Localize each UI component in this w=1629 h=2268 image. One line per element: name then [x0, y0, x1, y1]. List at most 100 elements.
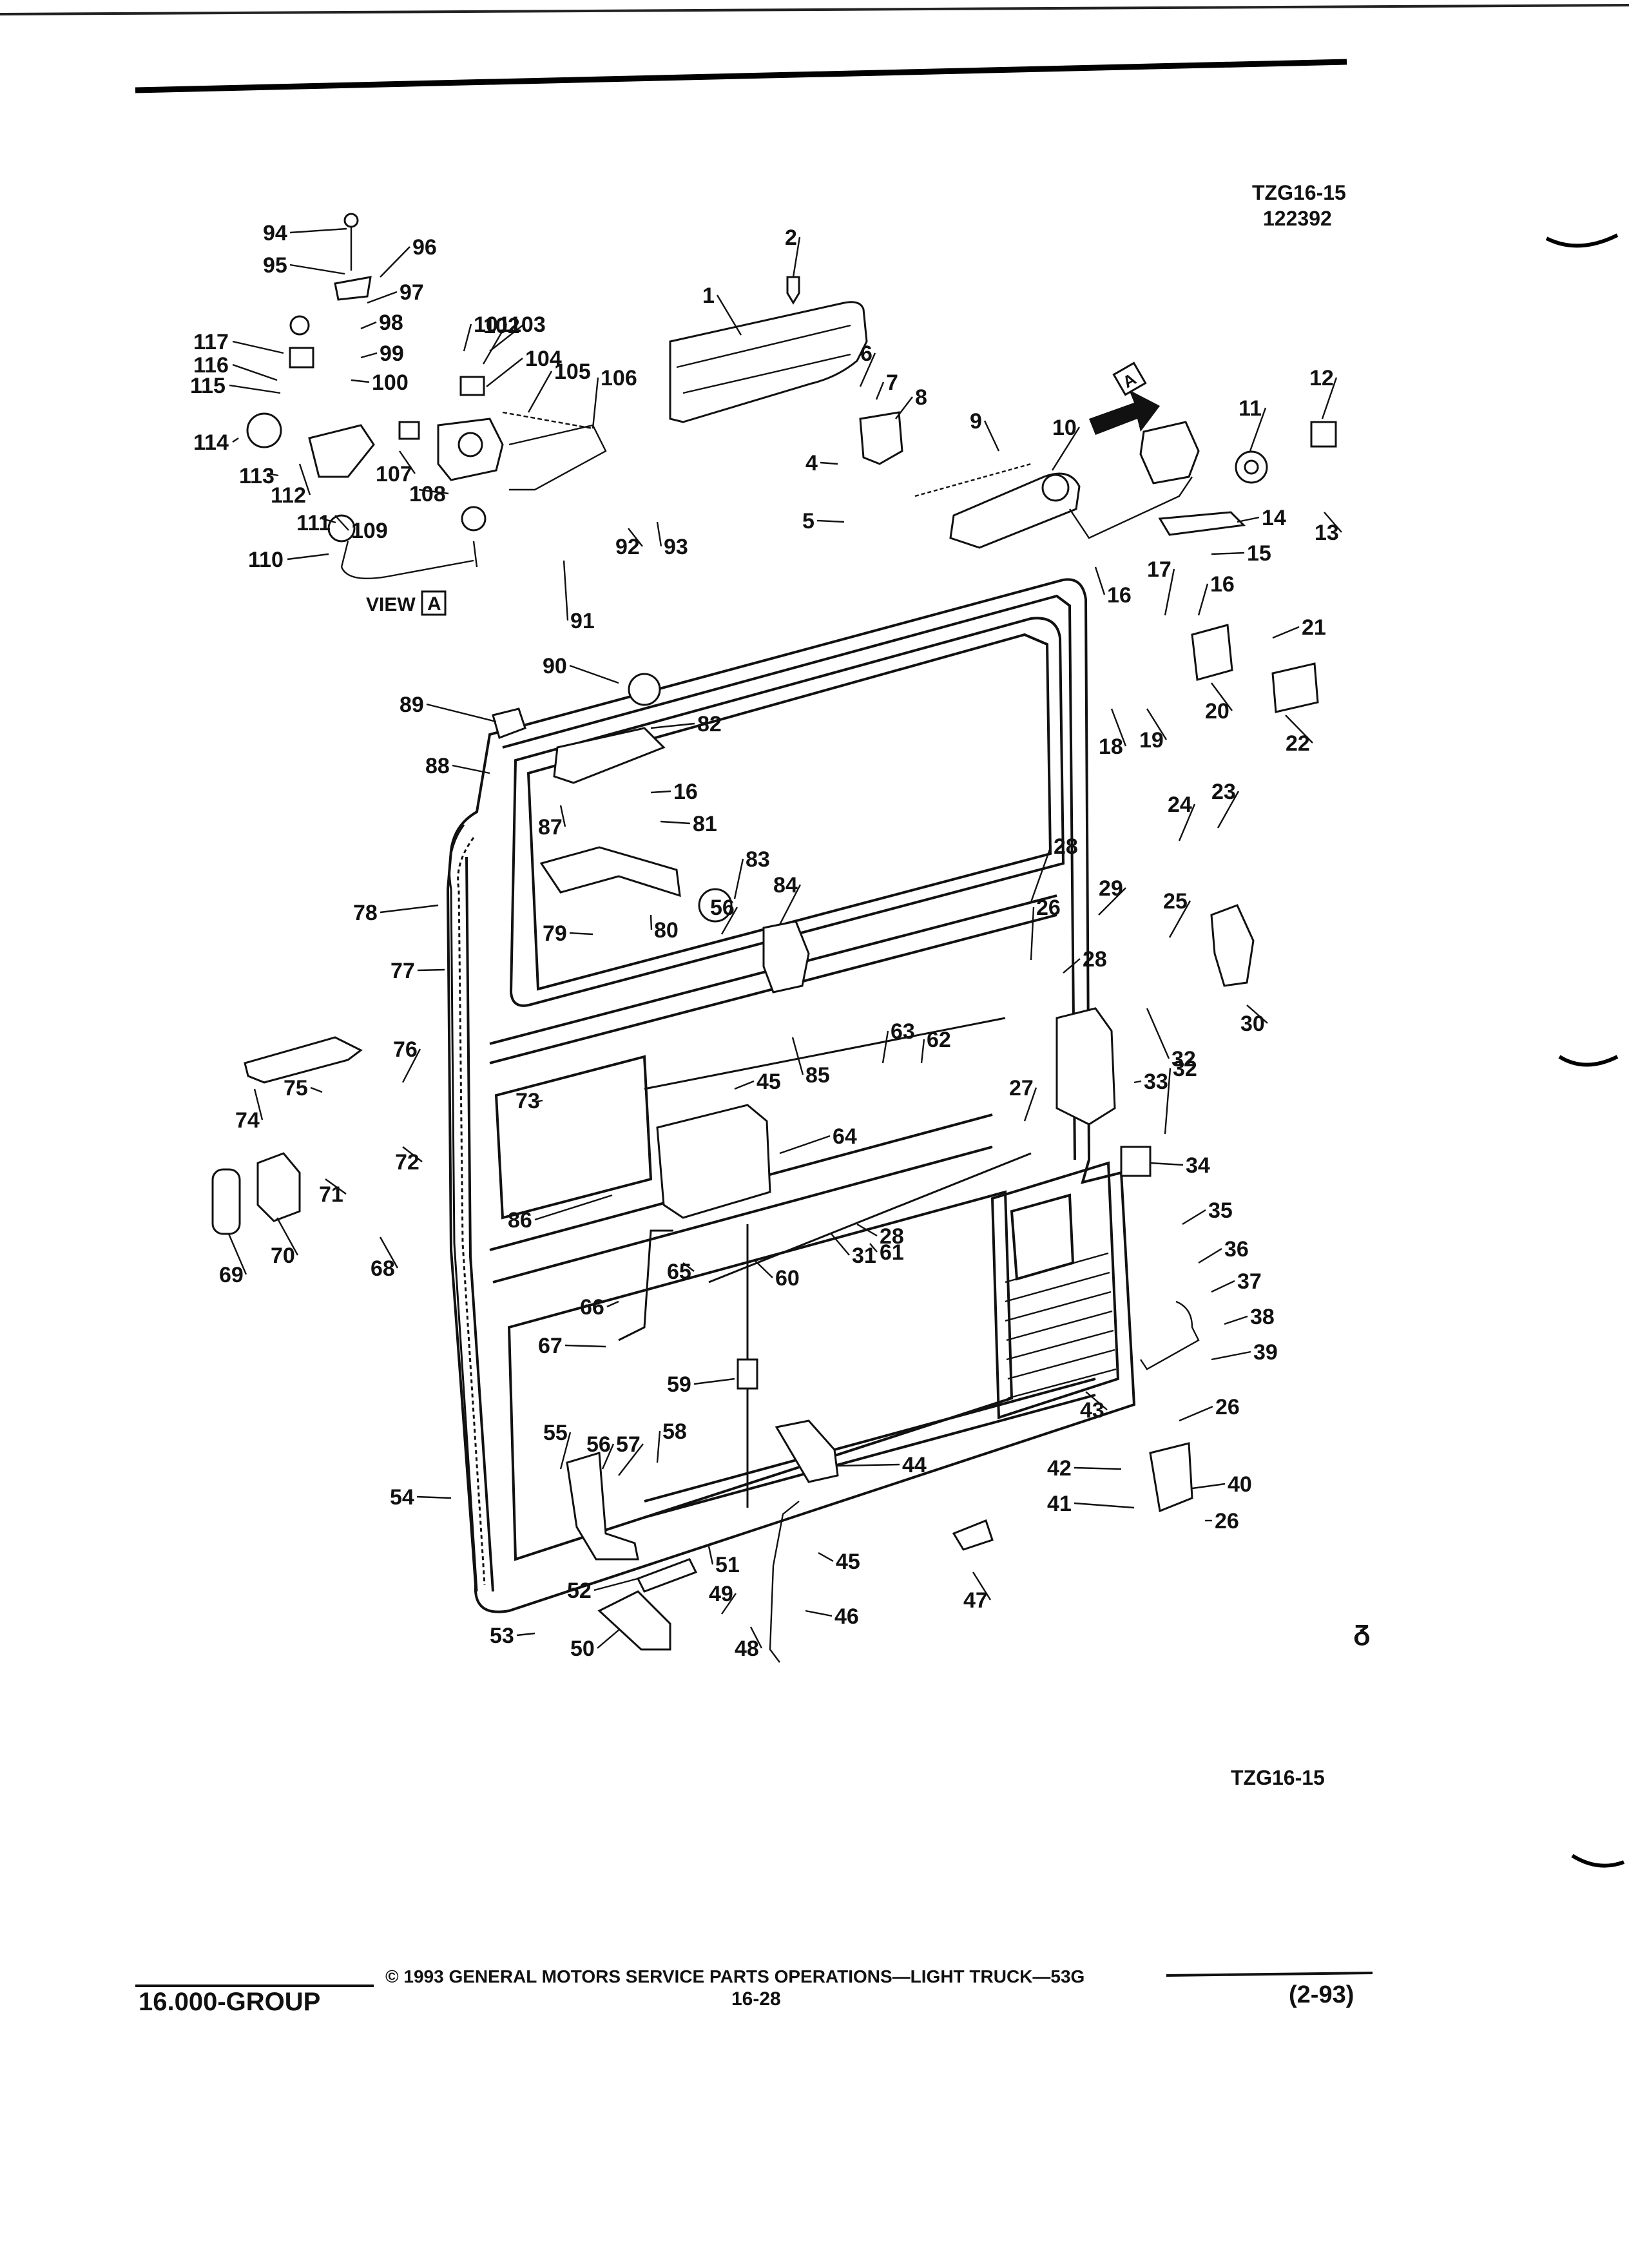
- rod-46: [769, 1501, 800, 1663]
- callout-73: 73: [516, 1089, 540, 1113]
- callout-69: 69: [219, 1263, 244, 1287]
- callout-leaders: [227, 227, 1342, 1649]
- leader-line-117: [232, 340, 284, 354]
- leader-line-63: [882, 1030, 889, 1064]
- callout-26: 26: [1215, 1509, 1239, 1533]
- callout-10: 10: [1052, 416, 1077, 440]
- callout-114: 114: [193, 430, 229, 455]
- callout-102: 102: [483, 314, 520, 338]
- leader-line-46: [805, 1610, 833, 1617]
- leader-line-95: [289, 264, 345, 275]
- callout-41: 41: [1047, 1492, 1072, 1516]
- leader-line-12: [1321, 377, 1338, 419]
- leader-line-102: [489, 325, 523, 352]
- callout-63: 63: [891, 1019, 915, 1044]
- leader-line-55: [559, 1432, 572, 1470]
- leader-line-59: [693, 1378, 735, 1385]
- leader-line-82: [650, 722, 695, 729]
- callout-21: 21: [1302, 615, 1326, 640]
- clip-47: [952, 1519, 994, 1551]
- callout-37: 37: [1237, 1269, 1262, 1294]
- leader-line-24: [1178, 803, 1196, 841]
- callout-19: 19: [1139, 728, 1164, 753]
- leader-line-47: [972, 1571, 992, 1600]
- leader-line-38: [1224, 1315, 1248, 1325]
- callout-98: 98: [379, 311, 403, 335]
- callout-70: 70: [271, 1244, 295, 1268]
- leader-line-19: [1146, 708, 1168, 740]
- bottom-drawing-code: TZG16-15: [1231, 1766, 1325, 1789]
- leader-line-96: [380, 246, 410, 278]
- leader-line-93: [656, 521, 662, 547]
- callout-103: 103: [509, 312, 546, 337]
- callout-47: 47: [963, 1588, 988, 1613]
- leader-line-54: [416, 1495, 452, 1499]
- callout-33: 33: [1144, 1070, 1168, 1094]
- leader-line-101: [463, 323, 472, 352]
- callout-9: 9: [970, 409, 982, 434]
- callout-99: 99: [380, 341, 404, 366]
- callout-6: 6: [860, 341, 872, 366]
- callout-95: 95: [263, 253, 287, 278]
- callout-11: 11: [1239, 396, 1262, 421]
- leader-line-6: [859, 352, 876, 387]
- leader-line-57: [618, 1443, 644, 1476]
- binder-marks: [1545, 233, 1625, 1868]
- view-letter: A: [427, 593, 441, 615]
- callout-1: 1: [702, 284, 715, 308]
- callout-108: 108: [409, 482, 446, 506]
- callout-97: 97: [400, 280, 424, 305]
- leader-line-23: [1217, 791, 1240, 829]
- callout-65: 65: [667, 1260, 691, 1284]
- leader-line-110: [287, 553, 329, 561]
- callout-58: 58: [662, 1419, 687, 1444]
- leader-line-68: [379, 1236, 399, 1269]
- leader-line-10: [1051, 427, 1081, 471]
- leader-line-79: [569, 932, 593, 936]
- leader-line-111: [322, 517, 336, 524]
- callout-39: 39: [1253, 1340, 1278, 1365]
- callout-5: 5: [802, 509, 815, 533]
- callout-86: 86: [508, 1208, 532, 1233]
- leader-line-103: [482, 323, 508, 365]
- callout-50: 50: [570, 1637, 595, 1661]
- leader-line-4: [820, 461, 838, 465]
- leader-line-88: [452, 764, 490, 774]
- bracket-40: [1149, 1442, 1193, 1513]
- callout-2: 2: [785, 226, 797, 250]
- leader-line-33: [1133, 1080, 1142, 1084]
- leader-line-104: [486, 358, 523, 387]
- callout-22: 22: [1286, 731, 1310, 756]
- callout-101: 101: [474, 312, 510, 337]
- leader-line-53: [516, 1632, 535, 1637]
- part-90: [628, 673, 661, 706]
- leader-line-9: [983, 420, 1000, 452]
- part-34: [1120, 1146, 1152, 1177]
- leader-line-74: [253, 1088, 264, 1120]
- leader-line-91: [563, 560, 569, 621]
- callout-57: 57: [616, 1432, 641, 1457]
- leader-line-49: [721, 1593, 737, 1615]
- footer-copyright: © 1993 GENERAL MOTORS SERVICE PARTS OPER…: [385, 1966, 1084, 1986]
- leader-line-36: [1198, 1247, 1222, 1264]
- callout-34: 34: [1186, 1153, 1210, 1178]
- leader-line-87: [559, 805, 566, 827]
- leader-line-85: [791, 1037, 804, 1075]
- leader-line-25: [1168, 900, 1191, 938]
- leader-line-43: [1085, 1391, 1108, 1410]
- callout-7: 7: [886, 370, 898, 395]
- callout-109: 109: [351, 519, 388, 543]
- leader-line-29: [1098, 887, 1126, 916]
- leader-line-48: [749, 1626, 763, 1649]
- callout-35: 35: [1208, 1198, 1233, 1223]
- callout-45: 45: [757, 1070, 781, 1094]
- callout-110: 110: [248, 548, 284, 572]
- leader-line-16: [1094, 566, 1106, 595]
- leader-line-109: [334, 515, 349, 531]
- spring-9: [914, 463, 1032, 497]
- bracket-44: [775, 1419, 839, 1483]
- block-12: [1310, 421, 1337, 448]
- callout-111: 111: [296, 511, 331, 535]
- callout-23: 23: [1211, 780, 1236, 804]
- bracket-87: [553, 727, 666, 784]
